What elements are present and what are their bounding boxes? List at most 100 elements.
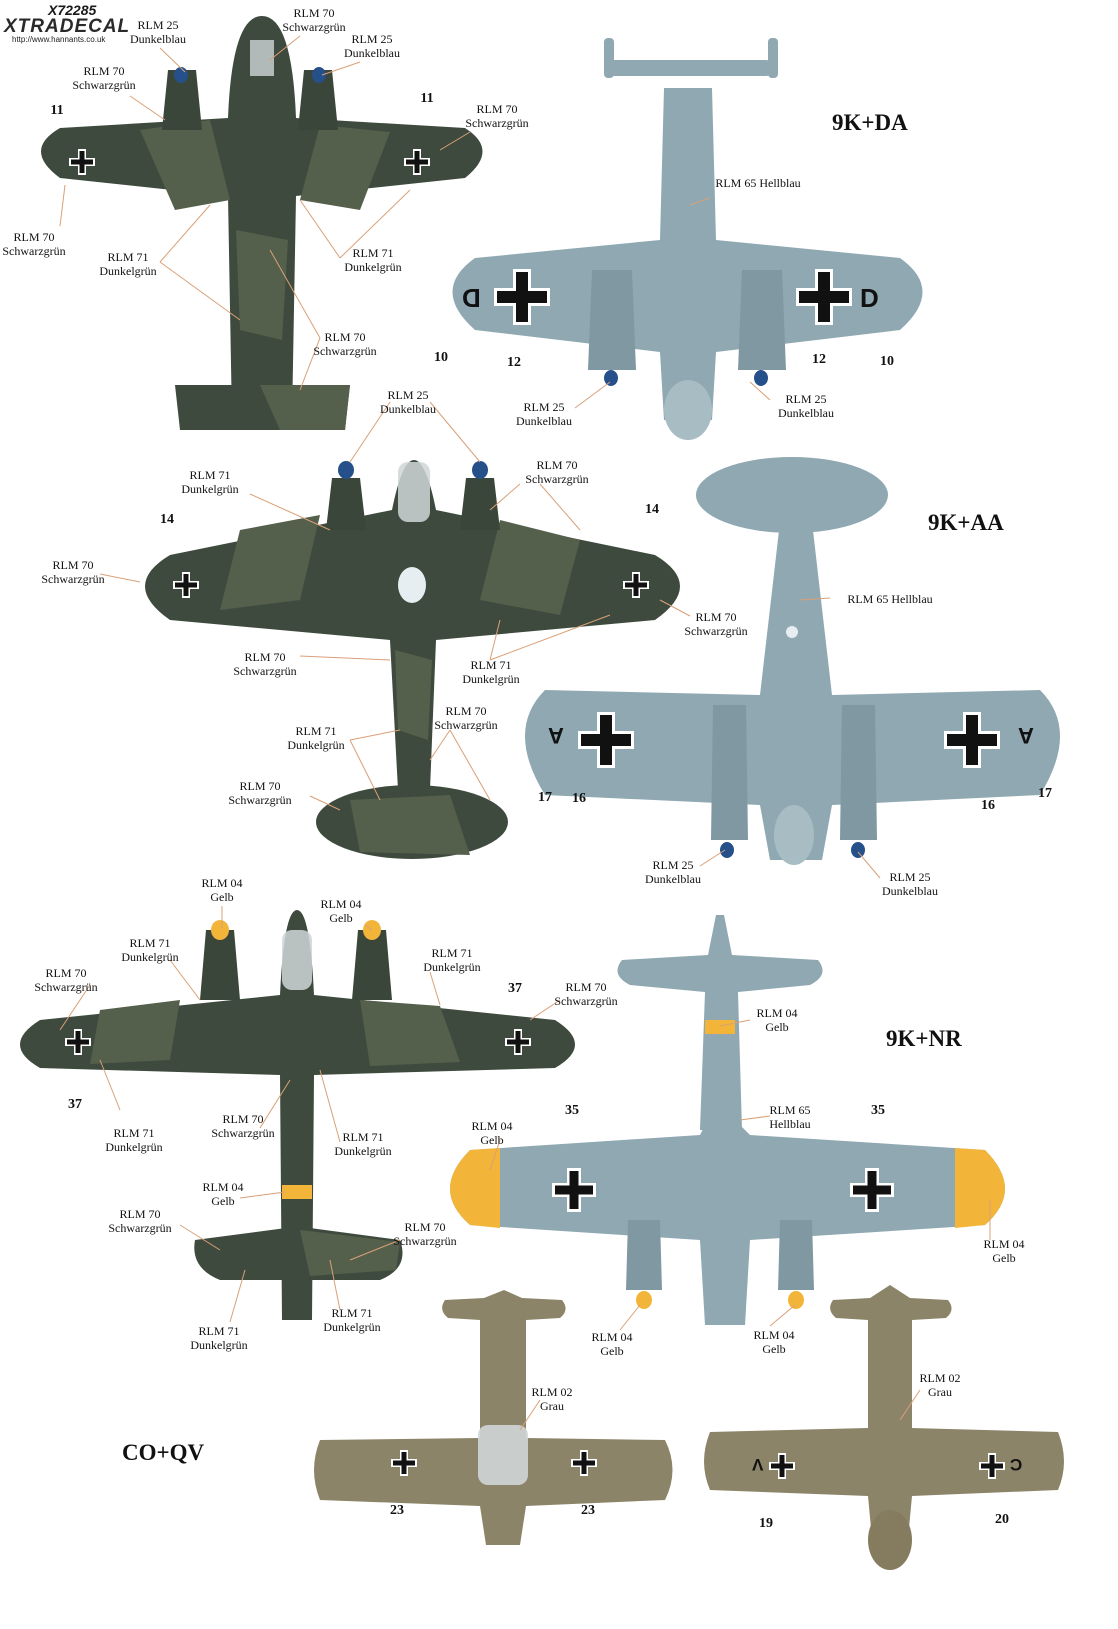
code-9kaa: 9K+AA <box>928 510 1004 535</box>
decal-number: 16 <box>572 791 586 806</box>
leader-line <box>229 1269 246 1323</box>
wing-letter: V <box>752 1455 764 1474</box>
leader-line <box>429 971 441 1006</box>
leader-line <box>689 197 711 206</box>
leader-line <box>739 1115 771 1121</box>
wing-letter: A <box>548 723 564 748</box>
callout-label: RLM 25 Dunkelblau <box>516 400 572 428</box>
callout-label: RLM 70 Schwarzgrün <box>313 330 377 358</box>
decal-number: 35 <box>565 1103 579 1118</box>
aircraft-9kaa-top <box>145 460 680 859</box>
leader-line <box>619 1304 641 1331</box>
wing-letter: D <box>860 283 879 313</box>
leader-line <box>489 614 611 661</box>
wing-letter: D <box>462 283 481 313</box>
leader-line <box>429 729 451 761</box>
leader-line <box>349 729 401 741</box>
callout-label: RLM 25 Dunkelblau <box>130 18 186 46</box>
brand-logo: X72285 XTRADECAL http://www.hannants.co.… <box>4 2 144 44</box>
callout-label: RLM 70 Schwarzgrün <box>72 64 136 92</box>
leader-line <box>299 655 391 661</box>
decal-number: 20 <box>995 1512 1009 1527</box>
leader-line <box>769 1304 796 1327</box>
brand-name: XTRADECAL <box>4 16 131 37</box>
code-coqv: CO+QV <box>122 1440 205 1465</box>
callout-label: RLM 71 Dunkelgrün <box>423 946 481 974</box>
decal-number: 37 <box>508 981 522 996</box>
callout-label: RLM 70 Schwarzgrün <box>211 1112 275 1140</box>
decal-number: 10 <box>434 350 448 365</box>
aircraft-coqv-top <box>314 1290 673 1545</box>
leader-line <box>489 619 501 661</box>
decal-number: 23 <box>390 1503 404 1518</box>
leader-line <box>429 401 481 463</box>
decal-number: 16 <box>981 798 995 813</box>
callout-label: RLM 71 Dunkelgrün <box>99 250 157 278</box>
callout-label: RLM 04 Gelb <box>202 1180 244 1208</box>
leader-line <box>269 35 301 61</box>
aircraft-9kaa-bottom <box>525 457 1060 865</box>
leader-line <box>364 924 373 931</box>
leader-line <box>321 61 361 76</box>
callout-label: RLM 70 Schwarzgrün <box>108 1207 172 1235</box>
leader-line <box>179 1224 221 1251</box>
decal-number: 17 <box>1038 786 1052 801</box>
callout-label: RLM 71 Dunkelgrün <box>181 468 239 496</box>
leader-line <box>349 401 391 463</box>
callout-label: RLM 04 Gelb <box>756 1006 798 1034</box>
decal-number: 14 <box>160 512 174 527</box>
callout-label: RLM 71 Dunkelgrün <box>121 936 179 964</box>
leader-line <box>719 1019 751 1027</box>
callout-label: RLM 04 Gelb <box>201 876 243 904</box>
callout-label: RLM 71 Dunkelgrün <box>323 1306 381 1334</box>
callout-label: RLM 71 Dunkelgrün <box>334 1130 392 1158</box>
leader-line <box>299 199 341 259</box>
code-9knr: 9K+NR <box>886 1026 962 1051</box>
decal-number: 17 <box>538 790 552 805</box>
leader-lines <box>59 35 991 1431</box>
callout-label: RLM 70 Schwarzgrün <box>282 6 346 34</box>
leader-line <box>349 1239 401 1261</box>
leader-line <box>239 1191 286 1199</box>
decal-number: 10 <box>880 354 894 369</box>
leader-line <box>857 851 881 879</box>
callout-label: RLM 70 Schwarzgrün <box>2 230 66 258</box>
leader-line <box>349 739 381 801</box>
leader-line <box>59 184 66 227</box>
callout-label: RLM 65 Hellblau <box>715 176 801 190</box>
leader-line <box>799 597 831 601</box>
callout-label: RLM 71 Dunkelgrün <box>344 246 402 274</box>
leader-line <box>489 483 521 511</box>
wing-letter: C <box>1010 1455 1023 1474</box>
callout-label: RLM 70 Schwarzgrün <box>554 980 618 1008</box>
wing-letter: A <box>1018 723 1034 748</box>
callout-label: RLM 70 Schwarzgrün <box>34 966 98 994</box>
leader-line <box>699 849 726 867</box>
callout-label: RLM 25 Dunkelblau <box>380 388 436 416</box>
decal-number: 35 <box>871 1103 885 1118</box>
callout-label: RLM 71 Dunkelgrün <box>190 1324 248 1352</box>
callout-label: RLM 70 Schwarzgrün <box>465 102 529 130</box>
leader-line <box>899 1389 921 1421</box>
callout-label: RLM 25 Dunkelblau <box>778 392 834 420</box>
callout-label: RLM 04 Gelb <box>753 1328 795 1356</box>
callout-label: RLM 04 Gelb <box>983 1237 1025 1265</box>
callout-label: RLM 71 Dunkelgrün <box>105 1126 163 1154</box>
leader-line <box>329 1259 341 1311</box>
leader-line <box>339 189 411 259</box>
callout-label: RLM 70 Schwarzgrün <box>434 704 498 732</box>
callout-label: RLM 70 Schwarzgrün <box>228 779 292 807</box>
leader-line <box>449 729 491 801</box>
leader-line <box>439 131 471 151</box>
aircraft-9kda-bottom <box>452 38 923 440</box>
callout-label: RLM 25 Dunkelblau <box>645 858 701 886</box>
leader-line <box>529 999 561 1021</box>
leader-line <box>659 599 691 617</box>
decal-number: 14 <box>645 502 659 517</box>
code-9kda: 9K+DA <box>832 110 908 135</box>
brand-code: X72285 <box>48 2 97 18</box>
callout-label: RLM 70 Schwarzgrün <box>525 458 589 486</box>
aircraft-coqv-bottom <box>704 1285 1064 1570</box>
leader-line <box>539 483 581 531</box>
